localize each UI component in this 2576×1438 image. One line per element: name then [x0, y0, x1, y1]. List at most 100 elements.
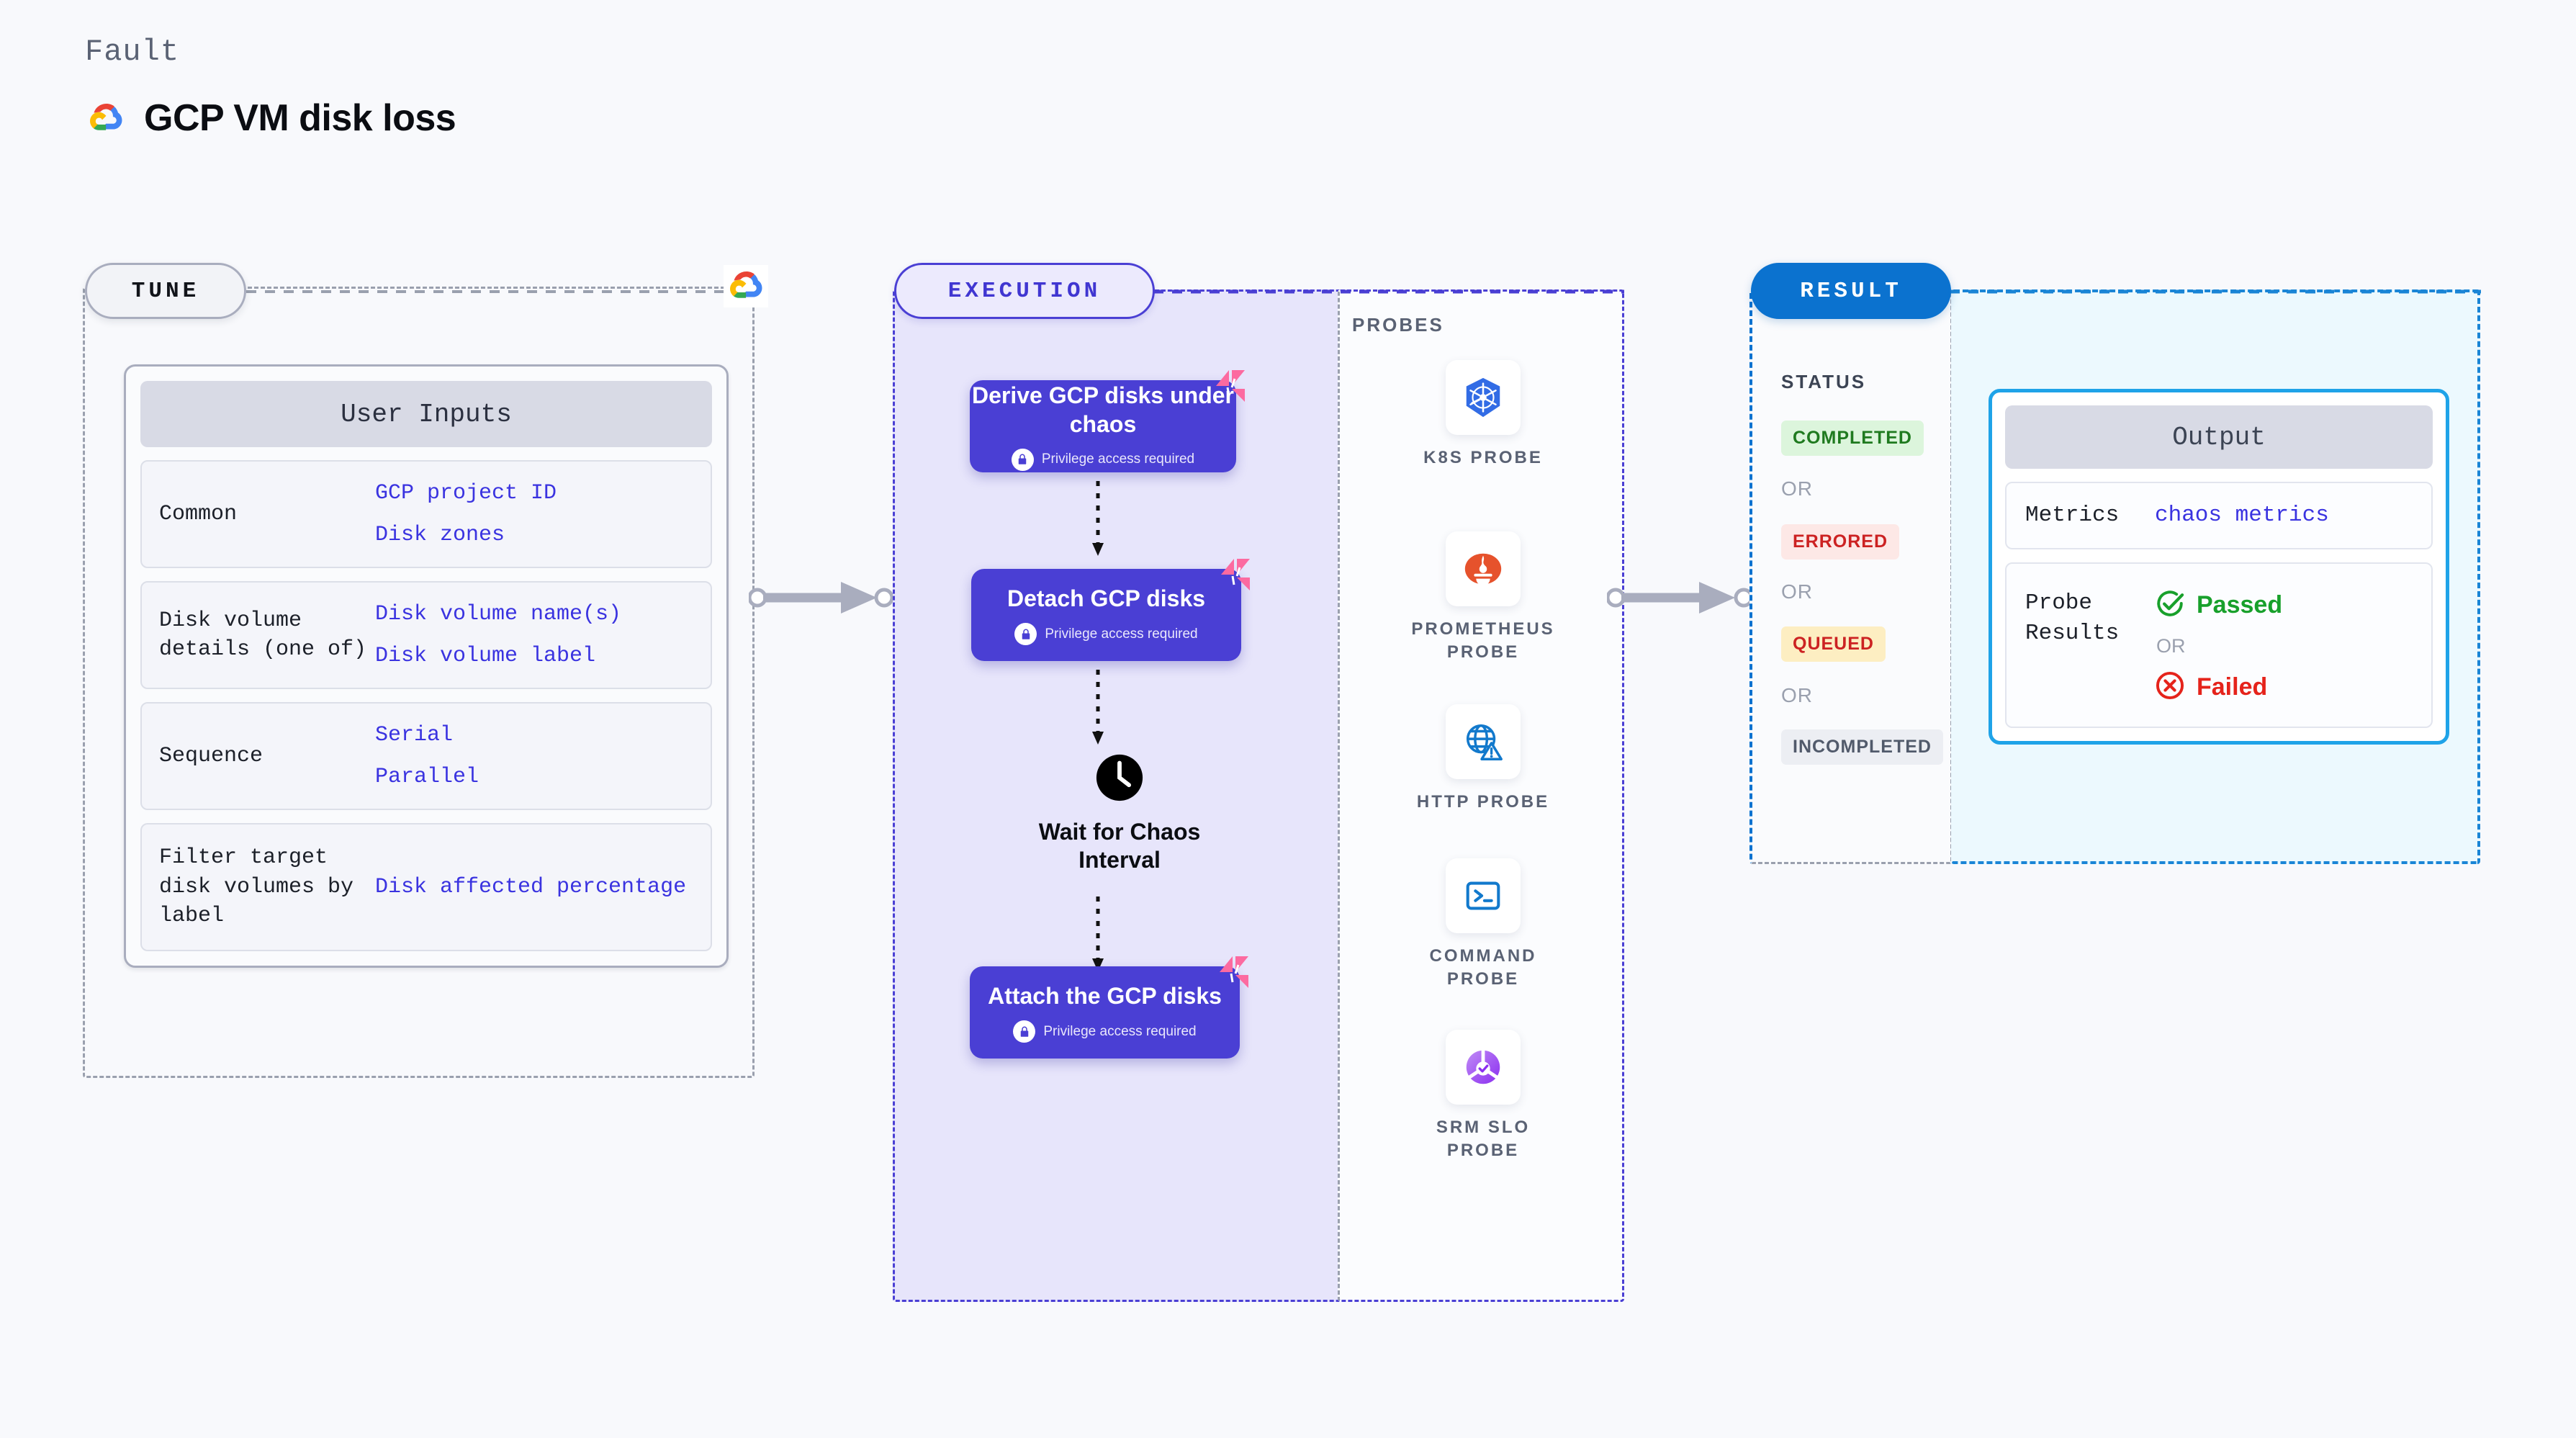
gcp-logo-icon	[724, 265, 768, 307]
flow-arrow	[1092, 481, 1104, 556]
status-badge: QUEUED	[1781, 626, 1886, 662]
input-value[interactable]: GCP project ID	[375, 481, 557, 505]
wait-label: Wait for Chaos Interval	[1038, 819, 1201, 873]
x-circle-icon	[2155, 670, 2185, 704]
probes-panel	[1338, 289, 1624, 1302]
probe-item[interactable]: PROMETHEUS PROBE	[1411, 531, 1555, 665]
privilege-note: Privilege access required	[1014, 623, 1198, 646]
input-value[interactable]: Parallel	[375, 765, 479, 789]
table-row: Sequence Serial Parallel	[140, 702, 712, 810]
output-card: Output Metrics chaos metrics Probe Resul…	[1989, 389, 2449, 745]
probe-item[interactable]: HTTP PROBE	[1411, 704, 1555, 814]
table-row: Probe Results Passed OR	[2005, 562, 2433, 728]
privilege-text: Privilege access required	[1045, 626, 1198, 642]
fault-kicker: Fault	[85, 35, 180, 69]
tune-badge[interactable]: TUNE	[85, 263, 246, 319]
status-badge: ERRORED	[1781, 524, 1900, 560]
input-value[interactable]: Disk volume name(s)	[375, 602, 622, 626]
or-separator: OR	[2156, 634, 2186, 657]
execution-step-card[interactable]: Attach the GCP disks Privilege access re…	[970, 956, 1248, 1059]
tune-badge-connector	[246, 290, 731, 293]
title-row: GCP VM disk loss	[85, 96, 456, 140]
output-title: Output	[2005, 405, 2433, 469]
srm-slo-icon	[1446, 1030, 1521, 1105]
user-inputs-card: User Inputs Common GCP project ID Disk z…	[124, 364, 729, 968]
privilege-note: Privilege access required	[1011, 448, 1195, 471]
execution-badge-connector	[1153, 289, 1624, 294]
probe-results-values: Passed OR Failed	[2155, 588, 2282, 704]
table-row: Disk volume details (one of) Disk volume…	[140, 581, 712, 689]
probe-failed: Failed	[2155, 670, 2282, 704]
execution-step-card[interactable]: Derive GCP disks under chaos Privilege a…	[970, 370, 1245, 472]
status-title: STATUS	[1781, 371, 1867, 392]
http-globe-warning-icon	[1446, 704, 1521, 779]
metrics-key: Metrics	[2025, 503, 2120, 528]
tune-to-execution-connector	[749, 582, 894, 614]
input-key: Disk volume details (one of)	[159, 608, 367, 662]
input-value[interactable]: Serial	[375, 723, 454, 747]
table-row: Metrics chaos metrics	[2005, 482, 2433, 549]
execution-to-result-connector	[1607, 582, 1754, 614]
user-inputs-title: User Inputs	[140, 381, 712, 447]
input-values: Disk volume name(s) Disk volume label	[375, 601, 621, 669]
step-title: Detach GCP disks	[1006, 585, 1206, 611]
step-title: Attach the GCP disks	[988, 982, 1222, 1009]
check-circle-icon	[2155, 588, 2185, 622]
input-key: Sequence	[159, 743, 264, 768]
probe-passed: Passed	[2155, 588, 2282, 622]
input-values: Disk affected percentage	[375, 874, 686, 900]
flow-arrow	[1092, 896, 1104, 971]
lock-icon	[1011, 448, 1034, 471]
privilege-note: Privilege access required	[1013, 1020, 1197, 1043]
probe-label: COMMAND PROBE	[1429, 946, 1537, 989]
input-values: Serial Parallel	[375, 722, 479, 790]
metrics-value[interactable]: chaos metrics	[2155, 503, 2329, 529]
input-values: GCP project ID Disk zones	[375, 480, 557, 548]
probe-item[interactable]: SRM SLO PROBE	[1411, 1030, 1555, 1163]
probe-label: PROMETHEUS PROBE	[1411, 619, 1555, 662]
execution-badge[interactable]: EXECUTION	[894, 263, 1155, 319]
privilege-text: Privilege access required	[1043, 1023, 1197, 1039]
failed-label: Failed	[2197, 673, 2268, 701]
clock-icon	[1094, 752, 1145, 806]
probe-item[interactable]: COMMAND PROBE	[1411, 858, 1555, 992]
probe-item[interactable]: K8S PROBE	[1411, 360, 1555, 469]
prometheus-icon	[1446, 531, 1521, 606]
table-row: Filter target disk volumes by label Disk…	[140, 823, 712, 951]
input-key: Common	[159, 501, 238, 526]
gcp-logo-icon	[85, 99, 127, 138]
page-title: GCP VM disk loss	[144, 97, 456, 139]
flow-arrow	[1092, 670, 1104, 745]
lock-icon	[1013, 1020, 1036, 1043]
result-badge[interactable]: RESULT	[1751, 263, 1951, 319]
page-header: Fault GCP VM disk loss	[85, 35, 456, 140]
chaos-marker-icon	[1213, 367, 1248, 405]
or-separator: OR	[1781, 684, 1813, 706]
or-separator: OR	[1781, 477, 1813, 500]
input-key: Filter target disk volumes by label	[159, 845, 354, 928]
execution-step-card[interactable]: Detach GCP disks Privilege access requir…	[971, 559, 1250, 661]
probe-label: SRM SLO PROBE	[1436, 1118, 1531, 1161]
input-value[interactable]: Disk volume label	[375, 644, 596, 668]
table-row: Common GCP project ID Disk zones	[140, 460, 712, 568]
input-value[interactable]: Disk affected percentage	[375, 874, 687, 899]
input-value[interactable]: Disk zones	[375, 523, 505, 547]
result-badge-connector	[1950, 289, 2481, 294]
wait-node: Wait for Chaos Interval	[1026, 752, 1213, 874]
tune-panel	[83, 287, 755, 1078]
or-separator: OR	[1781, 580, 1813, 603]
terminal-icon	[1446, 858, 1521, 933]
passed-label: Passed	[2197, 590, 2283, 619]
lock-icon	[1014, 623, 1037, 646]
probe-label: HTTP PROBE	[1416, 792, 1550, 812]
chaos-marker-icon	[1217, 953, 1251, 992]
chaos-marker-icon	[1218, 556, 1253, 594]
status-badge: COMPLETED	[1781, 421, 1924, 456]
status-badge: INCOMPLETED	[1781, 729, 1943, 765]
probe-label: K8S PROBE	[1423, 448, 1543, 467]
privilege-text: Privilege access required	[1041, 451, 1195, 467]
kubernetes-icon	[1446, 360, 1521, 435]
step-title: Derive GCP disks under chaos	[972, 382, 1234, 437]
probes-title: PROBES	[1352, 314, 1444, 336]
probe-results-key: Probe Results	[2025, 590, 2120, 646]
